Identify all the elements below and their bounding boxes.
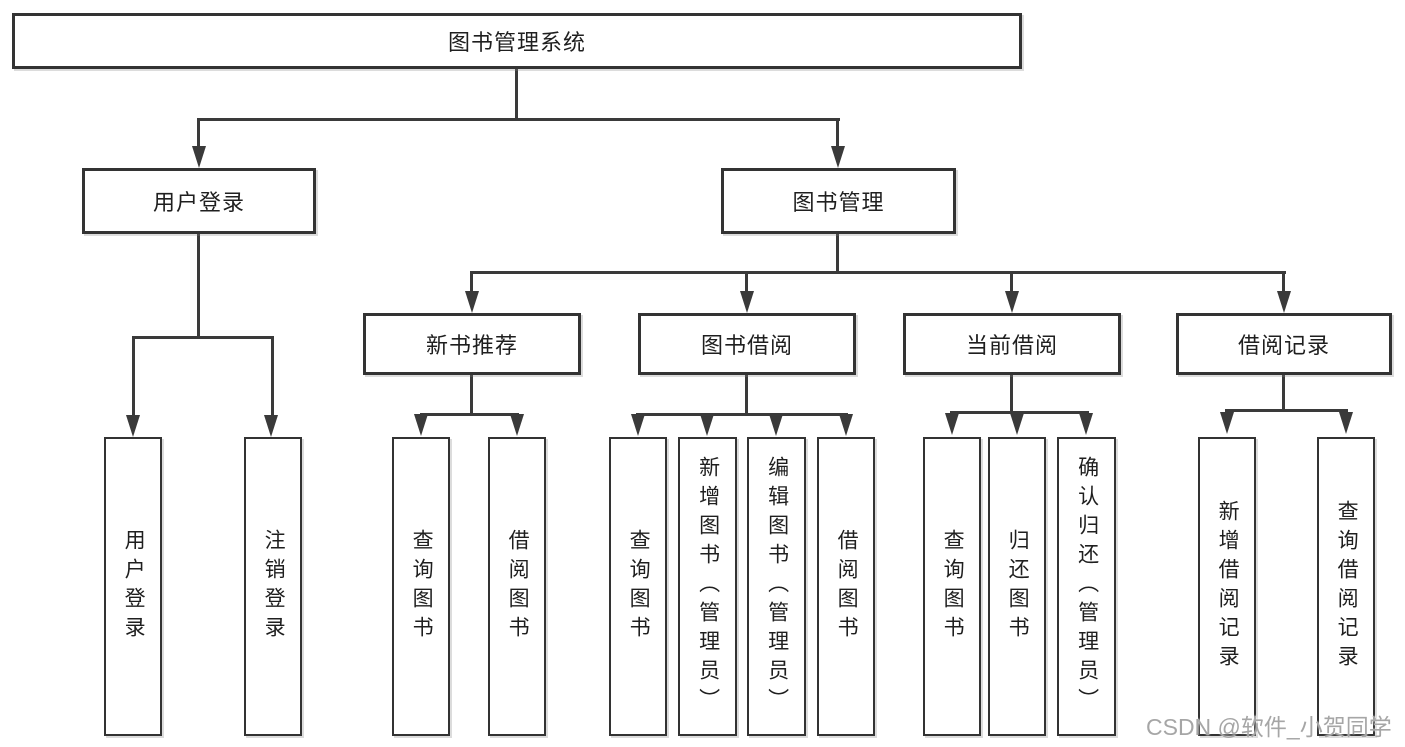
leaf-add-book-admin: 新增图书（管理员）: [678, 437, 737, 736]
connector-line: [1282, 271, 1285, 291]
connector-line: [470, 271, 473, 291]
leaf-borrow-book-recommend: 借阅图书: [488, 437, 546, 736]
leaf-add-borrow-record-label: 新增借阅记录: [1216, 499, 1240, 674]
leaf-user-login: 用户登录: [104, 437, 162, 736]
csdn-watermark: CSDN @软件_小贺同学: [1146, 714, 1392, 740]
node-borrow-records-label: 借阅记录: [1237, 333, 1330, 358]
leaf-query-book-recommend-label: 查询图书: [410, 528, 434, 645]
arrow-down-icon: [414, 414, 428, 436]
arrow-down-icon: [510, 414, 524, 436]
connector-line: [836, 233, 839, 271]
node-book-borrowing-label: 图书借阅: [700, 333, 793, 358]
leaf-query-book-borrowing: 查询图书: [609, 437, 667, 736]
connector-line: [132, 336, 274, 339]
arrow-down-icon: [740, 291, 754, 313]
leaf-borrow-book-recommend-label: 借阅图书: [506, 528, 530, 645]
leaf-add-book-admin-label: 新增图书（管理员）: [696, 456, 720, 717]
leaf-query-book-borrowing-label: 查询图书: [627, 528, 651, 645]
arrow-down-icon: [1079, 413, 1093, 435]
node-new-book-recommend-label: 新书推荐: [425, 333, 518, 358]
connector-line: [836, 118, 839, 148]
connector-line: [197, 118, 840, 121]
arrow-down-icon: [1005, 291, 1019, 313]
arrow-down-icon: [631, 414, 645, 436]
arrow-down-icon: [264, 415, 278, 437]
leaf-borrow-book: 借阅图书: [817, 437, 875, 736]
arrow-down-icon: [465, 291, 479, 313]
connector-line: [950, 411, 1089, 414]
connector-line: [1282, 374, 1285, 411]
leaf-query-borrow-record: 查询借阅记录: [1317, 437, 1375, 736]
leaf-confirm-return-admin-label: 确认归还（管理员）: [1075, 456, 1099, 717]
arrow-down-icon: [1277, 291, 1291, 313]
connector-line: [1010, 271, 1013, 291]
arrow-down-icon: [769, 414, 783, 436]
node-root: 图书管理系统: [12, 13, 1022, 69]
connector-line: [197, 233, 200, 336]
leaf-query-book-current-label: 查询图书: [941, 528, 965, 645]
node-user-login: 用户登录: [82, 168, 316, 234]
leaf-edit-book-admin-label: 编辑图书（管理员）: [765, 456, 789, 717]
node-current-borrowing: 当前借阅: [903, 313, 1121, 375]
node-root-label: 图书管理系统: [447, 30, 586, 55]
arrow-down-icon: [1010, 413, 1024, 435]
node-book-management-label: 图书管理: [792, 190, 885, 215]
leaf-logout-label: 注销登录: [262, 528, 286, 645]
connector-line: [470, 374, 473, 415]
arrow-down-icon: [126, 415, 140, 437]
connector-line: [745, 374, 748, 415]
connector-line: [271, 336, 274, 415]
arrow-down-icon: [839, 414, 853, 436]
leaf-logout: 注销登录: [244, 437, 302, 736]
node-book-management: 图书管理: [721, 168, 956, 234]
leaf-add-borrow-record: 新增借阅记录: [1198, 437, 1256, 736]
arrow-down-icon: [700, 414, 714, 436]
leaf-query-book-recommend: 查询图书: [392, 437, 450, 736]
leaf-edit-book-admin: 编辑图书（管理员）: [747, 437, 806, 736]
leaf-return-book: 归还图书: [988, 437, 1046, 736]
arrow-down-icon: [1339, 412, 1353, 434]
arrow-down-icon: [1220, 412, 1234, 434]
leaf-user-login-label: 用户登录: [122, 528, 146, 645]
connector-line: [636, 413, 848, 416]
connector-line: [1225, 409, 1348, 412]
node-new-book-recommend: 新书推荐: [363, 313, 581, 375]
node-current-borrowing-label: 当前借阅: [965, 333, 1058, 358]
node-book-borrowing: 图书借阅: [638, 313, 856, 375]
connector-line: [745, 271, 748, 291]
leaf-borrow-book-label: 借阅图书: [835, 528, 859, 645]
arrow-down-icon: [945, 413, 959, 435]
leaf-return-book-label: 归还图书: [1006, 528, 1030, 645]
connector-line: [1010, 374, 1013, 413]
node-borrow-records: 借阅记录: [1176, 313, 1392, 375]
connector-line: [197, 118, 200, 148]
leaf-query-borrow-record-label: 查询借阅记录: [1335, 499, 1359, 674]
leaf-query-book-current: 查询图书: [923, 437, 981, 736]
arrow-down-icon: [192, 146, 206, 168]
node-user-login-label: 用户登录: [152, 190, 245, 215]
connector-line: [420, 413, 519, 416]
leaf-confirm-return-admin: 确认归还（管理员）: [1057, 437, 1116, 736]
connector-line: [470, 271, 1286, 274]
arrow-down-icon: [831, 146, 845, 168]
connector-line: [515, 68, 518, 118]
connector-line: [132, 336, 135, 415]
